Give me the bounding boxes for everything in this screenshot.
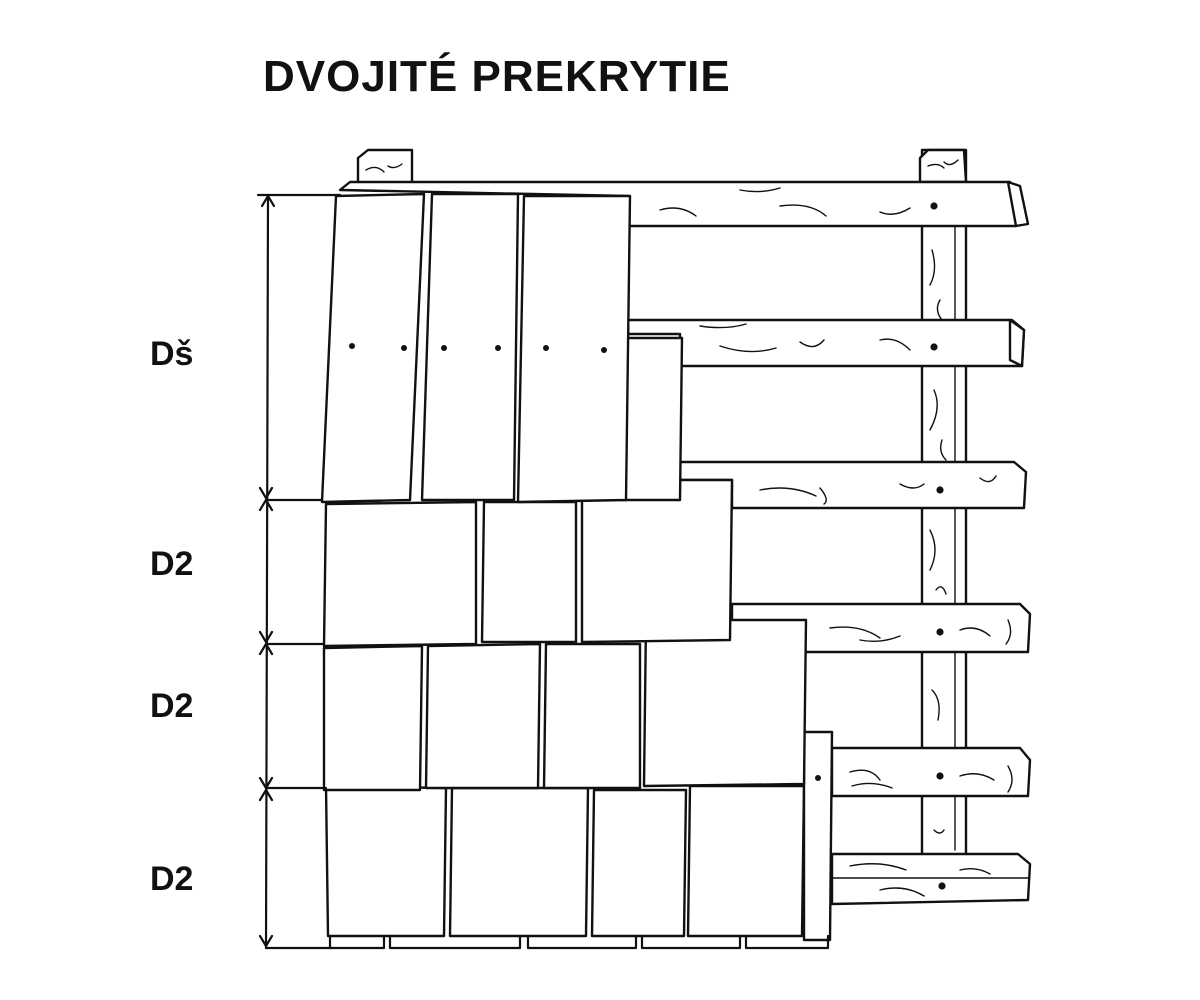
dimension-line	[256, 193, 342, 950]
dimension-label-d2-3: D2	[150, 860, 194, 898]
batten-5	[830, 746, 1032, 798]
batten-2	[626, 318, 1026, 368]
tile-row-3	[618, 336, 684, 502]
tile-row-top	[320, 192, 632, 504]
tile-row-4	[322, 478, 734, 648]
rafter-left-top	[356, 148, 414, 188]
dimension-label-d2-1: D2	[150, 545, 194, 583]
tile-row-5	[322, 618, 808, 792]
rafter-right-top	[918, 148, 968, 184]
batten-6	[830, 852, 1032, 906]
tile-row-bottom	[324, 730, 834, 950]
diagram-title: DVOJITÉ PREKRYTIE	[263, 52, 731, 101]
dimension-label-ds: Dš	[150, 335, 194, 373]
dimension-label-d2-2: D2	[150, 687, 194, 725]
